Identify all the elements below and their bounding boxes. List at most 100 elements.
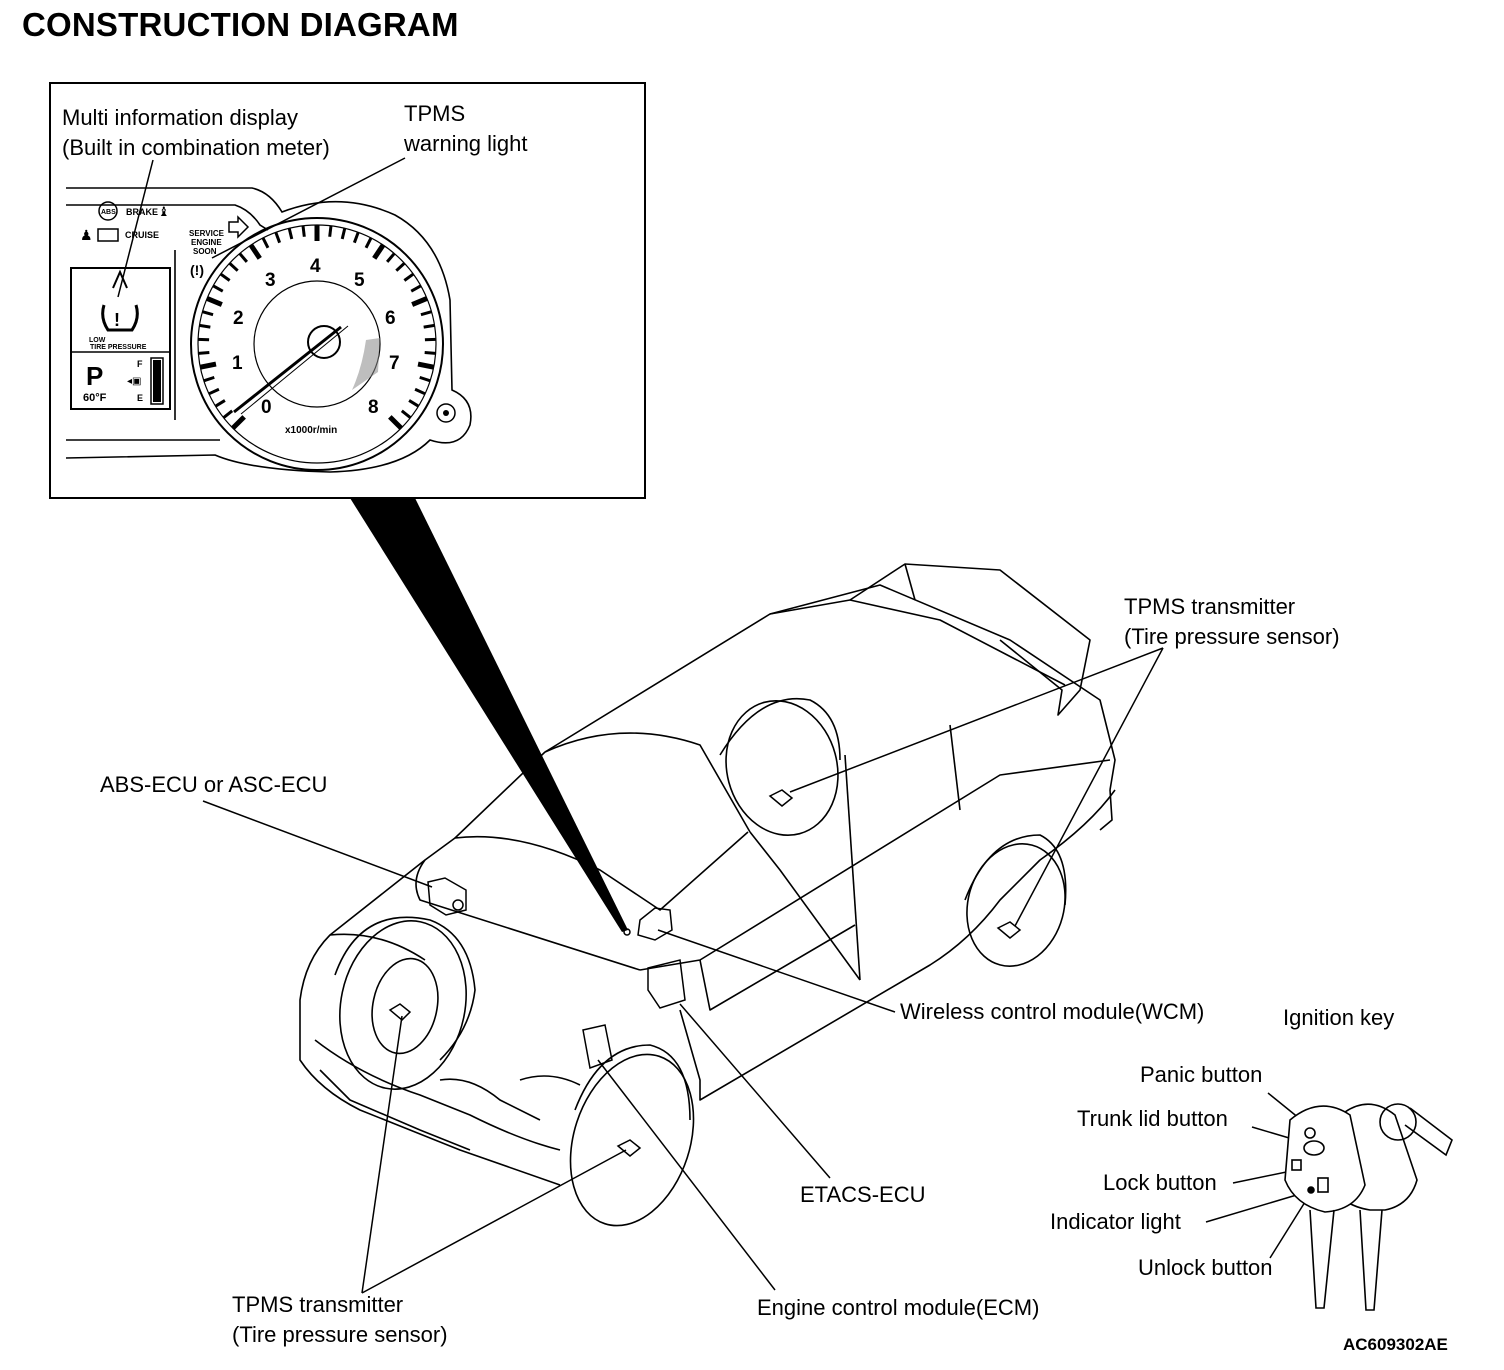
tach-tick bbox=[248, 243, 262, 260]
ignition-key-label: Ignition key bbox=[1283, 1005, 1395, 1030]
tach-tick bbox=[198, 350, 210, 355]
tach-tick bbox=[400, 409, 412, 419]
tach-number-8: 8 bbox=[368, 397, 379, 418]
leader-lines bbox=[202, 647, 1311, 1294]
callout-wedge bbox=[350, 498, 628, 932]
tachometer: 0 1 2 3 4 5 6 7 8 x1000r/min bbox=[190, 217, 456, 471]
lock-button-label: Lock button bbox=[1103, 1170, 1217, 1195]
gear-indicator: P bbox=[86, 361, 103, 391]
tach-tick bbox=[420, 310, 432, 317]
figure-id: AC609302AE bbox=[1343, 1335, 1448, 1354]
tach-tick bbox=[364, 237, 373, 249]
up-arrow-icon bbox=[112, 269, 128, 289]
tach-needle bbox=[233, 325, 342, 414]
tach-number-0: 0 bbox=[261, 397, 272, 418]
key-ring bbox=[1379, 1103, 1417, 1141]
tach-tick bbox=[411, 296, 428, 307]
seatbelt-indicator-icon: ♟ bbox=[80, 227, 93, 243]
fuel-gauge bbox=[150, 357, 164, 405]
trunk-lid-button-label: Trunk lid button bbox=[1077, 1106, 1228, 1131]
turn-signal-icon bbox=[228, 215, 250, 239]
tach-tick bbox=[287, 227, 294, 240]
tach-tick bbox=[423, 323, 435, 329]
tach-number-7: 7 bbox=[389, 353, 400, 374]
tach-tick bbox=[231, 415, 246, 430]
ecm-leader-line bbox=[597, 1059, 776, 1291]
wcm-antenna-dot bbox=[623, 928, 631, 936]
etacs-leader-line bbox=[679, 1003, 831, 1179]
tpms-sensor-front-right bbox=[616, 1139, 642, 1157]
tire-pressure-icon bbox=[101, 304, 139, 332]
etacs-ecu-label: ETACS-ECU bbox=[800, 1182, 926, 1207]
tach-number-4: 4 bbox=[310, 256, 321, 277]
tach-tick bbox=[424, 350, 436, 355]
tach-tick bbox=[385, 252, 396, 263]
indicator-cluster: ABS BRAKE ♝ ♟ CRUISE SERVICE ENGINE SOON… bbox=[80, 201, 250, 278]
abs-leader-line bbox=[202, 800, 433, 888]
abs-ecu-port bbox=[452, 899, 464, 911]
tach-tick bbox=[403, 272, 415, 282]
ignition-key-drawing bbox=[1284, 1103, 1453, 1311]
mid-label-line1: Multi information display bbox=[62, 105, 298, 130]
tach-tick bbox=[340, 227, 347, 240]
tach-tick bbox=[208, 387, 220, 396]
service-text-3: SOON bbox=[193, 247, 217, 256]
tach-tick bbox=[219, 272, 231, 282]
tach-tick bbox=[410, 284, 422, 293]
abs-ecu-label: ABS-ECU or ASC-ECU bbox=[100, 772, 328, 797]
tach-number-3: 3 bbox=[265, 270, 276, 291]
tach-number-6: 6 bbox=[385, 308, 396, 329]
indicator-leader-line bbox=[1205, 1190, 1311, 1223]
tire-exclamation-icon: ! bbox=[114, 310, 120, 330]
tach-tick bbox=[203, 375, 215, 383]
tach-number-1: 1 bbox=[232, 353, 243, 374]
tach-tick bbox=[414, 387, 426, 396]
outside-temp: 60°F bbox=[83, 392, 107, 404]
tpms-front-label-line2: (Tire pressure sensor) bbox=[232, 1322, 448, 1347]
fuel-pump-icon: ◂▣ bbox=[127, 376, 141, 387]
multi-information-display: ! LOW TIRE PRESSURE P 60°F F E ◂▣ bbox=[70, 267, 171, 410]
tpms-rear-leader-2 bbox=[1014, 647, 1164, 927]
inset-frame bbox=[49, 82, 646, 499]
service-text-1: SERVICE bbox=[189, 229, 225, 238]
unlock-button-icon bbox=[1317, 1177, 1329, 1193]
tpms-rear-label-line1: TPMS transmitter bbox=[1124, 594, 1296, 619]
fuel-gauge-fill bbox=[153, 360, 161, 402]
key-fob-tag bbox=[1404, 1107, 1453, 1157]
fuel-full-label: F bbox=[137, 359, 143, 369]
unlock-leader-line bbox=[1269, 1193, 1311, 1259]
fuel-empty-label: E bbox=[137, 393, 143, 403]
tpms-sensor-rear-right bbox=[996, 921, 1022, 939]
abs-ecu-unit bbox=[427, 877, 467, 916]
cruise-indicator-text: CRUISE bbox=[125, 230, 159, 240]
redzone-hatch bbox=[352, 338, 380, 390]
tach-tick bbox=[388, 415, 403, 430]
trunk-button-icon bbox=[1303, 1140, 1325, 1156]
tpms-warning-label-line1: TPMS bbox=[404, 101, 465, 126]
wcm-unit bbox=[637, 907, 673, 941]
tach-needle-edge bbox=[240, 325, 349, 415]
tpms-sensor-rear-left bbox=[768, 789, 794, 807]
tach-tick bbox=[274, 231, 282, 244]
service-text-2: ENGINE bbox=[191, 238, 222, 247]
tpms-sensor-front-left bbox=[388, 1003, 412, 1022]
ecm-label: Engine control module(ECM) bbox=[757, 1295, 1040, 1320]
tach-tick bbox=[395, 262, 406, 272]
trip-reset-knob bbox=[436, 403, 456, 423]
page-title: CONSTRUCTION DIAGRAM bbox=[22, 6, 459, 43]
etacs-ecu-unit bbox=[647, 959, 686, 1009]
abs-indicator-icon bbox=[98, 201, 118, 221]
tpms-rear-label-line2: (Tire pressure sensor) bbox=[1124, 624, 1340, 649]
wcm-leader-line bbox=[657, 929, 896, 1013]
panic-button-label: Panic button bbox=[1140, 1062, 1263, 1087]
trip-reset-knob-center bbox=[443, 410, 449, 416]
tpms-warning-light-icon: (!) bbox=[190, 262, 204, 278]
wcm-label: Wireless control module(WCM) bbox=[900, 999, 1205, 1024]
panic-button-icon bbox=[1304, 1127, 1316, 1139]
tach-tick bbox=[238, 252, 249, 263]
brake-indicator-text: BRAKE bbox=[126, 207, 158, 217]
lock-button-icon bbox=[1291, 1159, 1302, 1171]
tach-tick bbox=[419, 375, 431, 383]
tach-tick bbox=[202, 310, 214, 317]
